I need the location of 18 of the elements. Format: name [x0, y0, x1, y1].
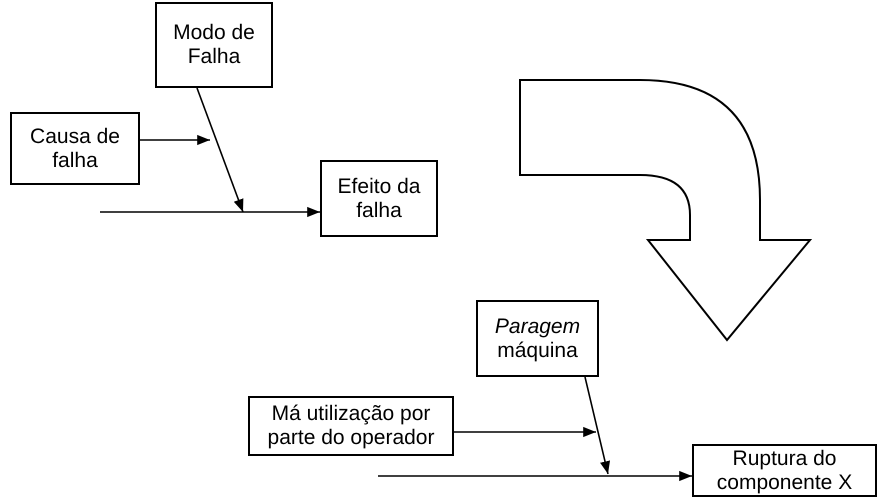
arrow	[454, 426, 596, 438]
arrow	[196, 88, 244, 212]
arrow	[140, 134, 210, 146]
text-box	[692, 444, 877, 497]
arrow	[584, 376, 610, 474]
text-box	[320, 160, 438, 237]
text-box	[155, 2, 273, 88]
box-label: Modo de Falha	[172, 21, 256, 69]
text-box	[10, 112, 140, 185]
box-label: Má utilização por parte do operador	[266, 402, 436, 450]
box-label: Causa de falha	[29, 124, 121, 172]
text-box	[248, 396, 454, 456]
box-label: Paragem máquina	[494, 314, 582, 362]
arrow	[100, 206, 320, 218]
box-label: Efeito da falha	[336, 174, 422, 222]
text-box	[476, 300, 599, 377]
arrow	[378, 470, 692, 482]
box-label: Ruptura do componente X	[716, 446, 854, 494]
